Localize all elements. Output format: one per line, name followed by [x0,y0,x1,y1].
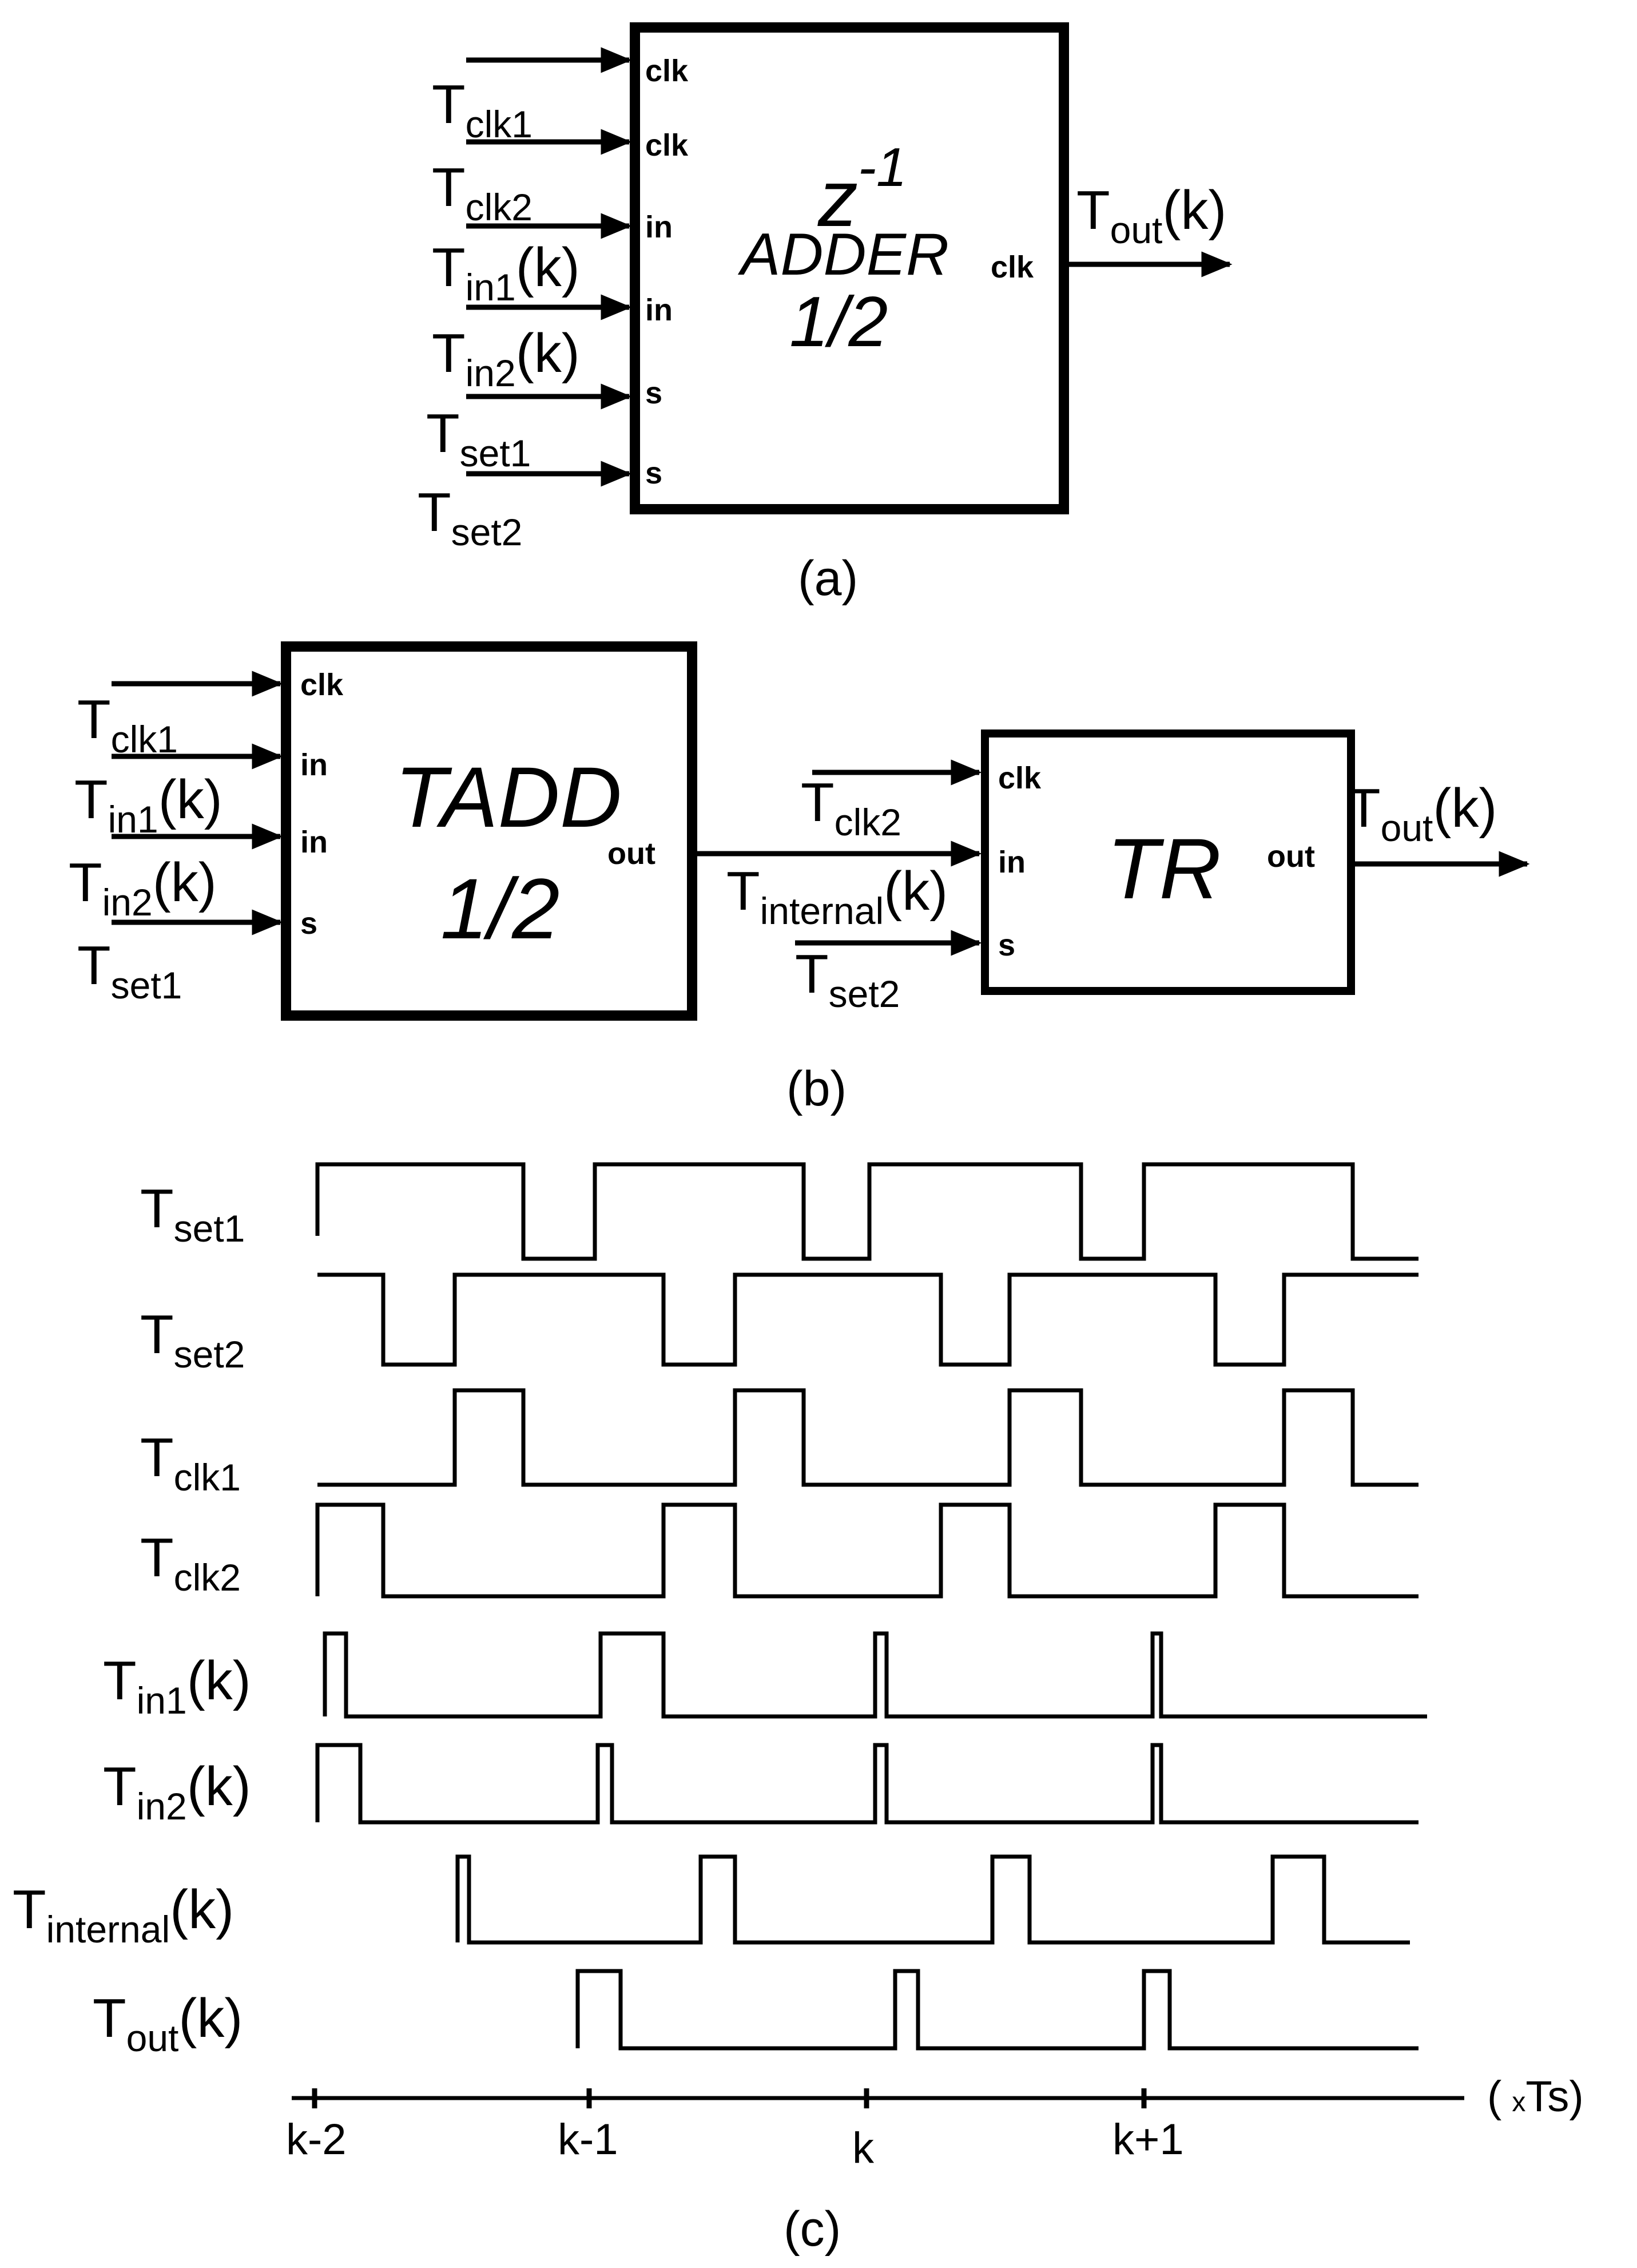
caption-b: (b) [786,1061,847,1116]
label-c-tin1: Tin1(k) [103,1650,251,1722]
label-b-tin2: Tin2(k) [69,852,217,923]
tadd-port-out: out [607,836,655,871]
port-in-2: in [645,293,673,327]
port-out-clk: clk [991,250,1034,284]
tr-port-out: out [1267,839,1315,874]
label-b-tset1: Tset1 [77,935,182,1006]
wave-tinternal [455,1854,1410,1945]
label-b-tin1: Tin1(k) [74,769,222,840]
adder-title-half: 1/2 [789,283,888,362]
tadd-port-s: s [300,906,317,941]
tadd-port-in-2: in [300,825,328,859]
tr-title: TR [1107,820,1221,917]
tadd-block [281,641,697,1021]
panel-c: Tset1 Tset2 Tclk1 Tclk2 Tin1(k) Tin2(k) … [13,1162,1584,2257]
wave-tset1 [315,1162,1419,1261]
port-clk-1: clk [645,54,689,88]
port-s-2: s [645,456,662,490]
tr-block [981,729,1355,995]
tick-label-3: k [852,2124,875,2172]
tadd-title: TADD [395,749,622,845]
adder-block [630,22,1069,514]
label-c-tout: Tout(k) [93,1988,243,2059]
wave-tclk1 [317,1388,1419,1487]
wave-tclk2 [315,1502,1419,1599]
tr-port-clk: clk [998,761,1042,795]
label-a-tset1: Tset1 [426,403,531,474]
tick-label-1: k-2 [286,2115,347,2164]
label-c-tclk2: Tclk2 [140,1527,241,1599]
caption-a: (a) [798,551,858,606]
adder-title-adder: ADDER [737,221,949,288]
panel-a: clk clk in in s s clk z-1 ADDER 1/2 Tclk… [418,22,1233,606]
tadd-title-half: 1/2 [440,861,560,957]
axis-unit: (xTs) [1487,2072,1584,2121]
label-b-tset2: Tset2 [795,943,900,1015]
label-c-tin2: Tin2(k) [103,1756,251,1827]
caption-c: (c) [784,2202,841,2257]
label-c-tclk1: Tclk1 [140,1427,241,1498]
panel-b: clk in in s out TADD 1/2 clk in s out TR… [69,641,1530,1116]
wave-tin2 [315,1743,1419,1825]
tadd-port-in-1: in [300,748,328,782]
label-a-tclk1: Tclk1 [432,74,533,145]
label-c-tset2: Tset2 [140,1304,245,1375]
label-c-tinternal: Tinternal(k) [13,1879,234,1950]
wave-tset2 [317,1272,1419,1367]
tr-port-s: s [998,928,1015,962]
label-b-tout: Tout(k) [1347,778,1497,849]
port-clk-2: clk [645,128,689,162]
tr-port-in: in [998,845,1026,879]
tick-label-4: k+1 [1112,2115,1184,2164]
label-b-tclk2: Tclk2 [801,772,901,843]
label-a-tout: Tout(k) [1076,180,1226,251]
port-s-1: s [645,376,662,410]
tadd-port-clk: clk [300,668,344,702]
wave-tout [575,1969,1419,2051]
label-a-tin1: Tin1(k) [432,237,580,308]
wave-tin1 [323,1631,1427,1719]
label-c-tset1: Tset1 [140,1178,245,1250]
label-a-tset2: Tset2 [418,482,522,553]
label-a-tin2: Tin2(k) [432,323,580,394]
tick-label-2: k-1 [558,2115,618,2164]
adder-title-z: z-1 [817,137,907,243]
port-in-1: in [645,210,673,244]
label-b-tclk1: Tclk1 [77,689,178,760]
label-a-tclk2: Tclk2 [432,157,533,228]
label-b-tinternal: Tinternal(k) [726,861,948,932]
